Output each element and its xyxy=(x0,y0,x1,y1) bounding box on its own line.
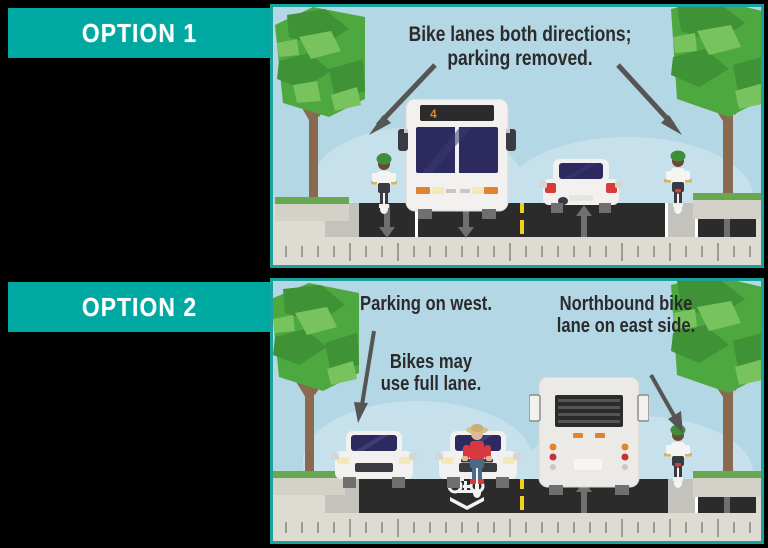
tree-west-2 xyxy=(273,283,359,495)
callout-bikes-line-2: use full lane. xyxy=(380,373,482,396)
callout-northbound-bike-lane: Northbound bike lane on east side. xyxy=(539,293,713,338)
measure-ticks-2 xyxy=(273,519,761,537)
tree-west-2-art xyxy=(273,283,359,479)
tree-west-1 xyxy=(273,7,365,221)
callout-bikes-line-1: Bikes may xyxy=(389,351,473,373)
center-line-dash-1a xyxy=(520,203,524,213)
car-northbound-1-art xyxy=(539,159,623,213)
lane-divider-1a xyxy=(415,203,418,237)
option-2-illustration: Parking on west. Bikes may use full lane… xyxy=(270,278,764,544)
option-1-label-bar: OPTION 1 xyxy=(8,8,270,58)
callout-option-1-line-2: parking removed. xyxy=(447,46,593,70)
cyclist-east-2-art xyxy=(664,424,692,488)
callout-northbound-line-1: Northbound bike xyxy=(559,293,693,315)
lane-arrow-down-1a xyxy=(379,205,395,238)
lane-arrow-up-1a xyxy=(576,205,592,237)
cyclist-east-2 xyxy=(656,413,700,489)
option-2-label: OPTION 2 xyxy=(81,291,197,322)
tree-east-1-art xyxy=(671,7,761,201)
tree-west-1-art xyxy=(275,7,365,205)
tree-planter-east-1 xyxy=(693,193,761,219)
option-1-illustration: 4 xyxy=(270,4,764,268)
callout-northbound-line-2: lane on east side. xyxy=(556,315,696,338)
car-northbound-1 xyxy=(539,155,623,217)
tree-planter-west-2 xyxy=(273,471,345,495)
cyclist-in-lane-2-art xyxy=(461,424,493,498)
center-line-dash-1b xyxy=(520,220,524,234)
cyclist-west-1-art xyxy=(371,153,397,214)
lane-divider-1c xyxy=(695,203,698,237)
bus-southbound-1-art: 4 xyxy=(398,98,516,219)
callout-parking-on-west-line-1: Parking on west. xyxy=(360,293,492,315)
bus-northbound-2-art xyxy=(528,376,650,495)
tree-east-1 xyxy=(671,7,761,219)
callout-parking-on-west: Parking on west. xyxy=(347,293,505,315)
bus-southbound-1: 4 xyxy=(398,98,516,219)
cyclist-east-1-art xyxy=(664,150,692,214)
tree-east-2-art xyxy=(671,281,761,477)
tree-east-2 xyxy=(671,281,761,497)
svg-text:4: 4 xyxy=(430,107,437,121)
callout-option-1-line-1: Bike lanes both directions; xyxy=(408,23,632,46)
cyclist-west-1 xyxy=(363,145,405,215)
tree-planter-east-2 xyxy=(693,471,761,497)
car-parked-west-2-art xyxy=(331,431,417,488)
cyclist-in-lane-2 xyxy=(453,419,501,499)
tree-planter-west-1 xyxy=(275,197,349,221)
center-line-dash-2a xyxy=(520,479,524,489)
callout-option-1: Bike lanes both directions; parking remo… xyxy=(379,23,661,70)
car-parked-west-2 xyxy=(331,427,417,493)
callout-bikes-may-use-full-lane: Bikes may use full lane. xyxy=(365,351,498,396)
center-line-dash-2b xyxy=(520,496,524,510)
cyclist-east-1 xyxy=(656,141,700,215)
lane-divider-1b xyxy=(665,203,668,237)
measure-ticks-1 xyxy=(273,243,761,261)
lane-arrow-down-1b xyxy=(458,205,474,238)
option-2-label-bar: OPTION 2 xyxy=(8,282,270,332)
bus-northbound-2 xyxy=(528,376,650,495)
option-1-label: OPTION 1 xyxy=(81,17,197,48)
